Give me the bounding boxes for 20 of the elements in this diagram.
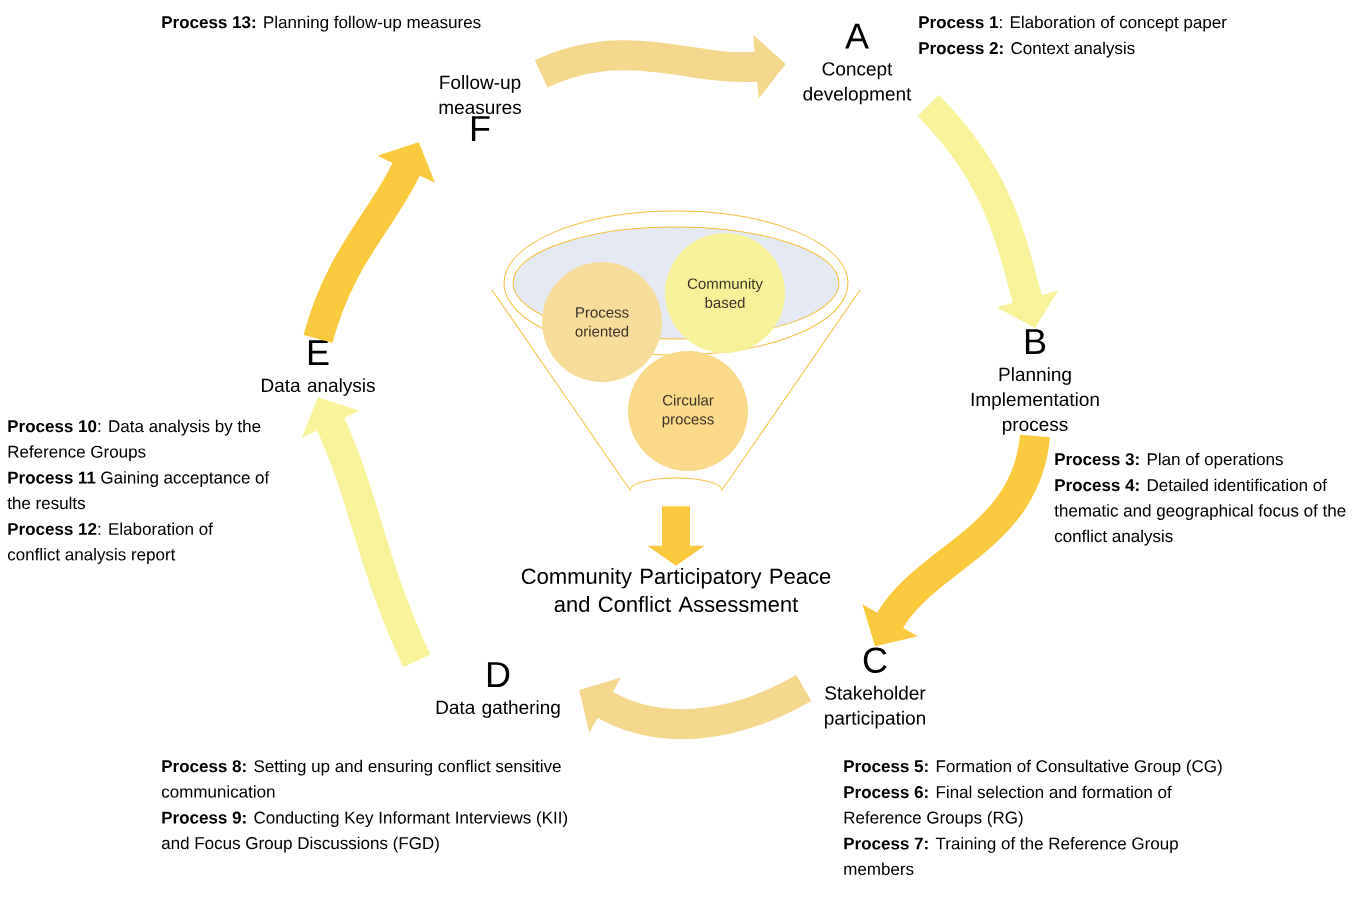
process-text: Process 3: Plan of operations <box>1055 452 1283 469</box>
stage-label: D Data gathering <box>436 662 560 718</box>
process-text: Process 8: Setting up and ensuring conflict sensitive communication <box>161 759 561 798</box>
process-text: Process 9: Conducting Key Informant Interviews (KII) and Focus Group Discussions (FGD) <box>161 811 568 853</box>
stage-label: Follow-up measures F <box>439 75 521 141</box>
process-text: Process 5: Formation of Consultative Group (CG) <box>844 759 1222 776</box>
process-text: Process 11 Gaining acceptance of the results <box>7 471 270 510</box>
process-text: Process 10: Data analysis by the Reference Groups <box>8 419 261 462</box>
stage-label: B Planning Implementation process <box>971 329 1099 435</box>
process-text: Process 13: Planning follow-up measures <box>162 15 481 32</box>
stage-label: A Concept development <box>803 23 912 105</box>
process-text: Process 7: Training of the Reference Group members <box>844 837 1178 876</box>
process-text: Process 4: Detailed identification of thematic and geographical focus of the conflict analysis <box>1054 478 1346 546</box>
stage-label: E Data analysis <box>262 340 375 396</box>
stage-label: C Stakeholder participation <box>825 647 926 729</box>
process-text: Process 12: Elaboration of conflict analysis report <box>7 522 213 564</box>
process-text: Process 2: Context analysis <box>919 41 1135 58</box>
result-text: Community Participatory Peace and Conflict Assessment <box>521 567 831 613</box>
process-text: Process 6: Final selection and formation of Reference Groups (RG) <box>844 785 1172 827</box>
process-text: Process 1: Elaboration of concept paper <box>919 15 1227 32</box>
